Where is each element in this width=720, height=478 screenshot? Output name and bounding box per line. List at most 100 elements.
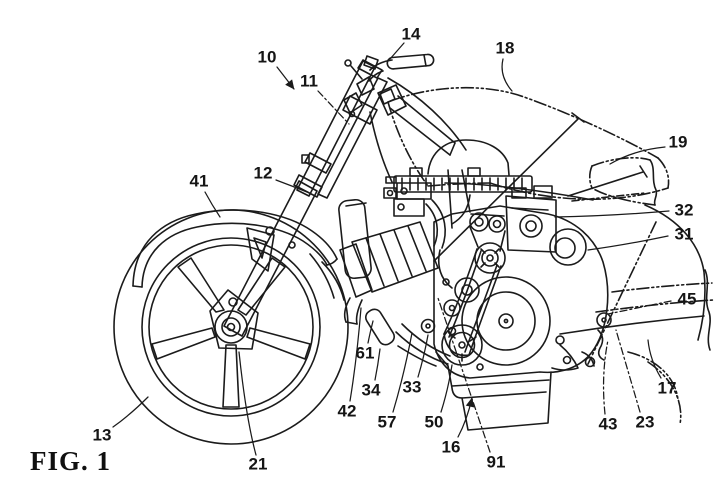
intake-trumpet [549,228,587,266]
pointer-rod-diagonal [433,118,579,262]
bolt-1 [442,278,450,286]
leader-line-50 [440,364,453,413]
frame-spine-lower [389,107,451,156]
hose-2 [437,249,453,289]
ref-label-91: 91 [487,453,506,472]
rear-cowl-curve [644,204,706,341]
ref-label-11: 11 [300,72,318,91]
fork-clamp-ring [304,152,332,174]
ref-label-32: 32 [675,201,694,220]
drive-belt [443,213,506,357]
rear-frame-phantom-2 [595,299,714,313]
leader-line-41 [204,191,221,218]
fork-tube-rear [317,77,388,199]
hub-ring [221,317,241,337]
bolt-2 [447,326,457,336]
ref-label-13: 13 [93,426,112,445]
leader-line-13 [112,396,149,428]
rim-inner [148,244,314,410]
ref-label-34: 34 [362,381,381,400]
break-squiggle-right [704,269,711,351]
rear-lower-phantom-1 [627,351,679,401]
clamp-bolt [301,154,310,164]
leader-line-57 [392,332,413,413]
lower-pipe [395,331,449,365]
frame-downtube [369,111,393,183]
axle-bracket [209,289,259,350]
front-fork [223,77,388,337]
leader-line-16 [457,397,475,438]
throttle-body-lower [393,198,425,217]
hose-3 [451,194,471,225]
cam-pulley-b [488,215,506,233]
steering-assembly [296,53,467,197]
slider-bolt-lower [228,297,238,307]
leader-line-23 [615,329,641,413]
ref-label-16: 16 [442,438,461,457]
rim-outer [141,237,321,417]
cover-tab-right [467,167,481,177]
leader-line-18 [501,58,513,92]
leader-line-61 [367,320,374,344]
airbox-hump [427,139,510,176]
front-wheel [113,209,349,445]
stem-cap [363,55,379,70]
carb-bolt-dark [385,176,397,184]
wheel-spokes [151,257,311,408]
upper-clamp [357,59,383,79]
pointer-rod-seat [567,171,644,197]
ref-label-57: 57 [378,413,397,432]
rear-phantom-lines [433,112,714,425]
leader-line-14 [389,42,405,60]
front-fender [132,209,345,301]
bolt-3 [476,363,484,371]
leader-line-45 [607,300,672,315]
seat-break-squiggle [649,159,658,206]
bar-clamp-dark [356,76,375,96]
fuel-tank-phantom [387,86,670,201]
footpeg-bolt [596,312,612,328]
flywheel [461,276,551,366]
ref-label-18: 18 [496,39,515,58]
lever-pivot [344,59,352,67]
leader-line-11 [317,90,350,125]
rear-diagonal-phantom [587,221,657,365]
swingarm-line [559,315,705,335]
leader-line-21 [238,351,257,456]
figure-caption: FIG. 1 [30,446,111,476]
ref-label-14: 14 [402,25,421,44]
leader-line-17 [647,339,662,379]
peg-bracket-squiggle [597,329,605,361]
hose-1 [431,199,446,249]
exhaust-stub [343,297,351,323]
ref-label-19: 19 [669,133,688,152]
ref-label-31: 31 [675,225,694,244]
fork-slider [223,180,318,337]
frame-spine-upper [397,95,456,144]
ref-label-23: 23 [636,413,655,432]
ref-label-21: 21 [249,455,268,474]
reservoir [338,198,372,280]
ref-label-42: 42 [338,402,357,421]
leader-line-12 [275,179,308,193]
leader-line-10 [276,66,295,90]
idle-screw-block [383,187,397,199]
ref-label-45: 45 [678,290,697,309]
hub-outer [214,310,248,344]
ref-label-12: 12 [254,164,273,183]
ref-label-61: 61 [356,344,375,363]
ref-label-17: 17 [658,379,677,398]
ref-label-43: 43 [599,415,618,434]
rear-lower-phantom-2 [647,361,682,425]
fender-bracket [246,227,275,272]
leader-line-19 [609,146,666,165]
rear-engine-mount [551,344,596,371]
leader-line-31 [587,235,669,251]
grip-end-line [423,54,427,67]
lever-stalk [350,65,363,80]
steering-head [377,84,407,116]
ref-label-41: 41 [190,172,209,191]
switchgear-dark [343,92,363,114]
leader-line-42 [349,307,362,402]
